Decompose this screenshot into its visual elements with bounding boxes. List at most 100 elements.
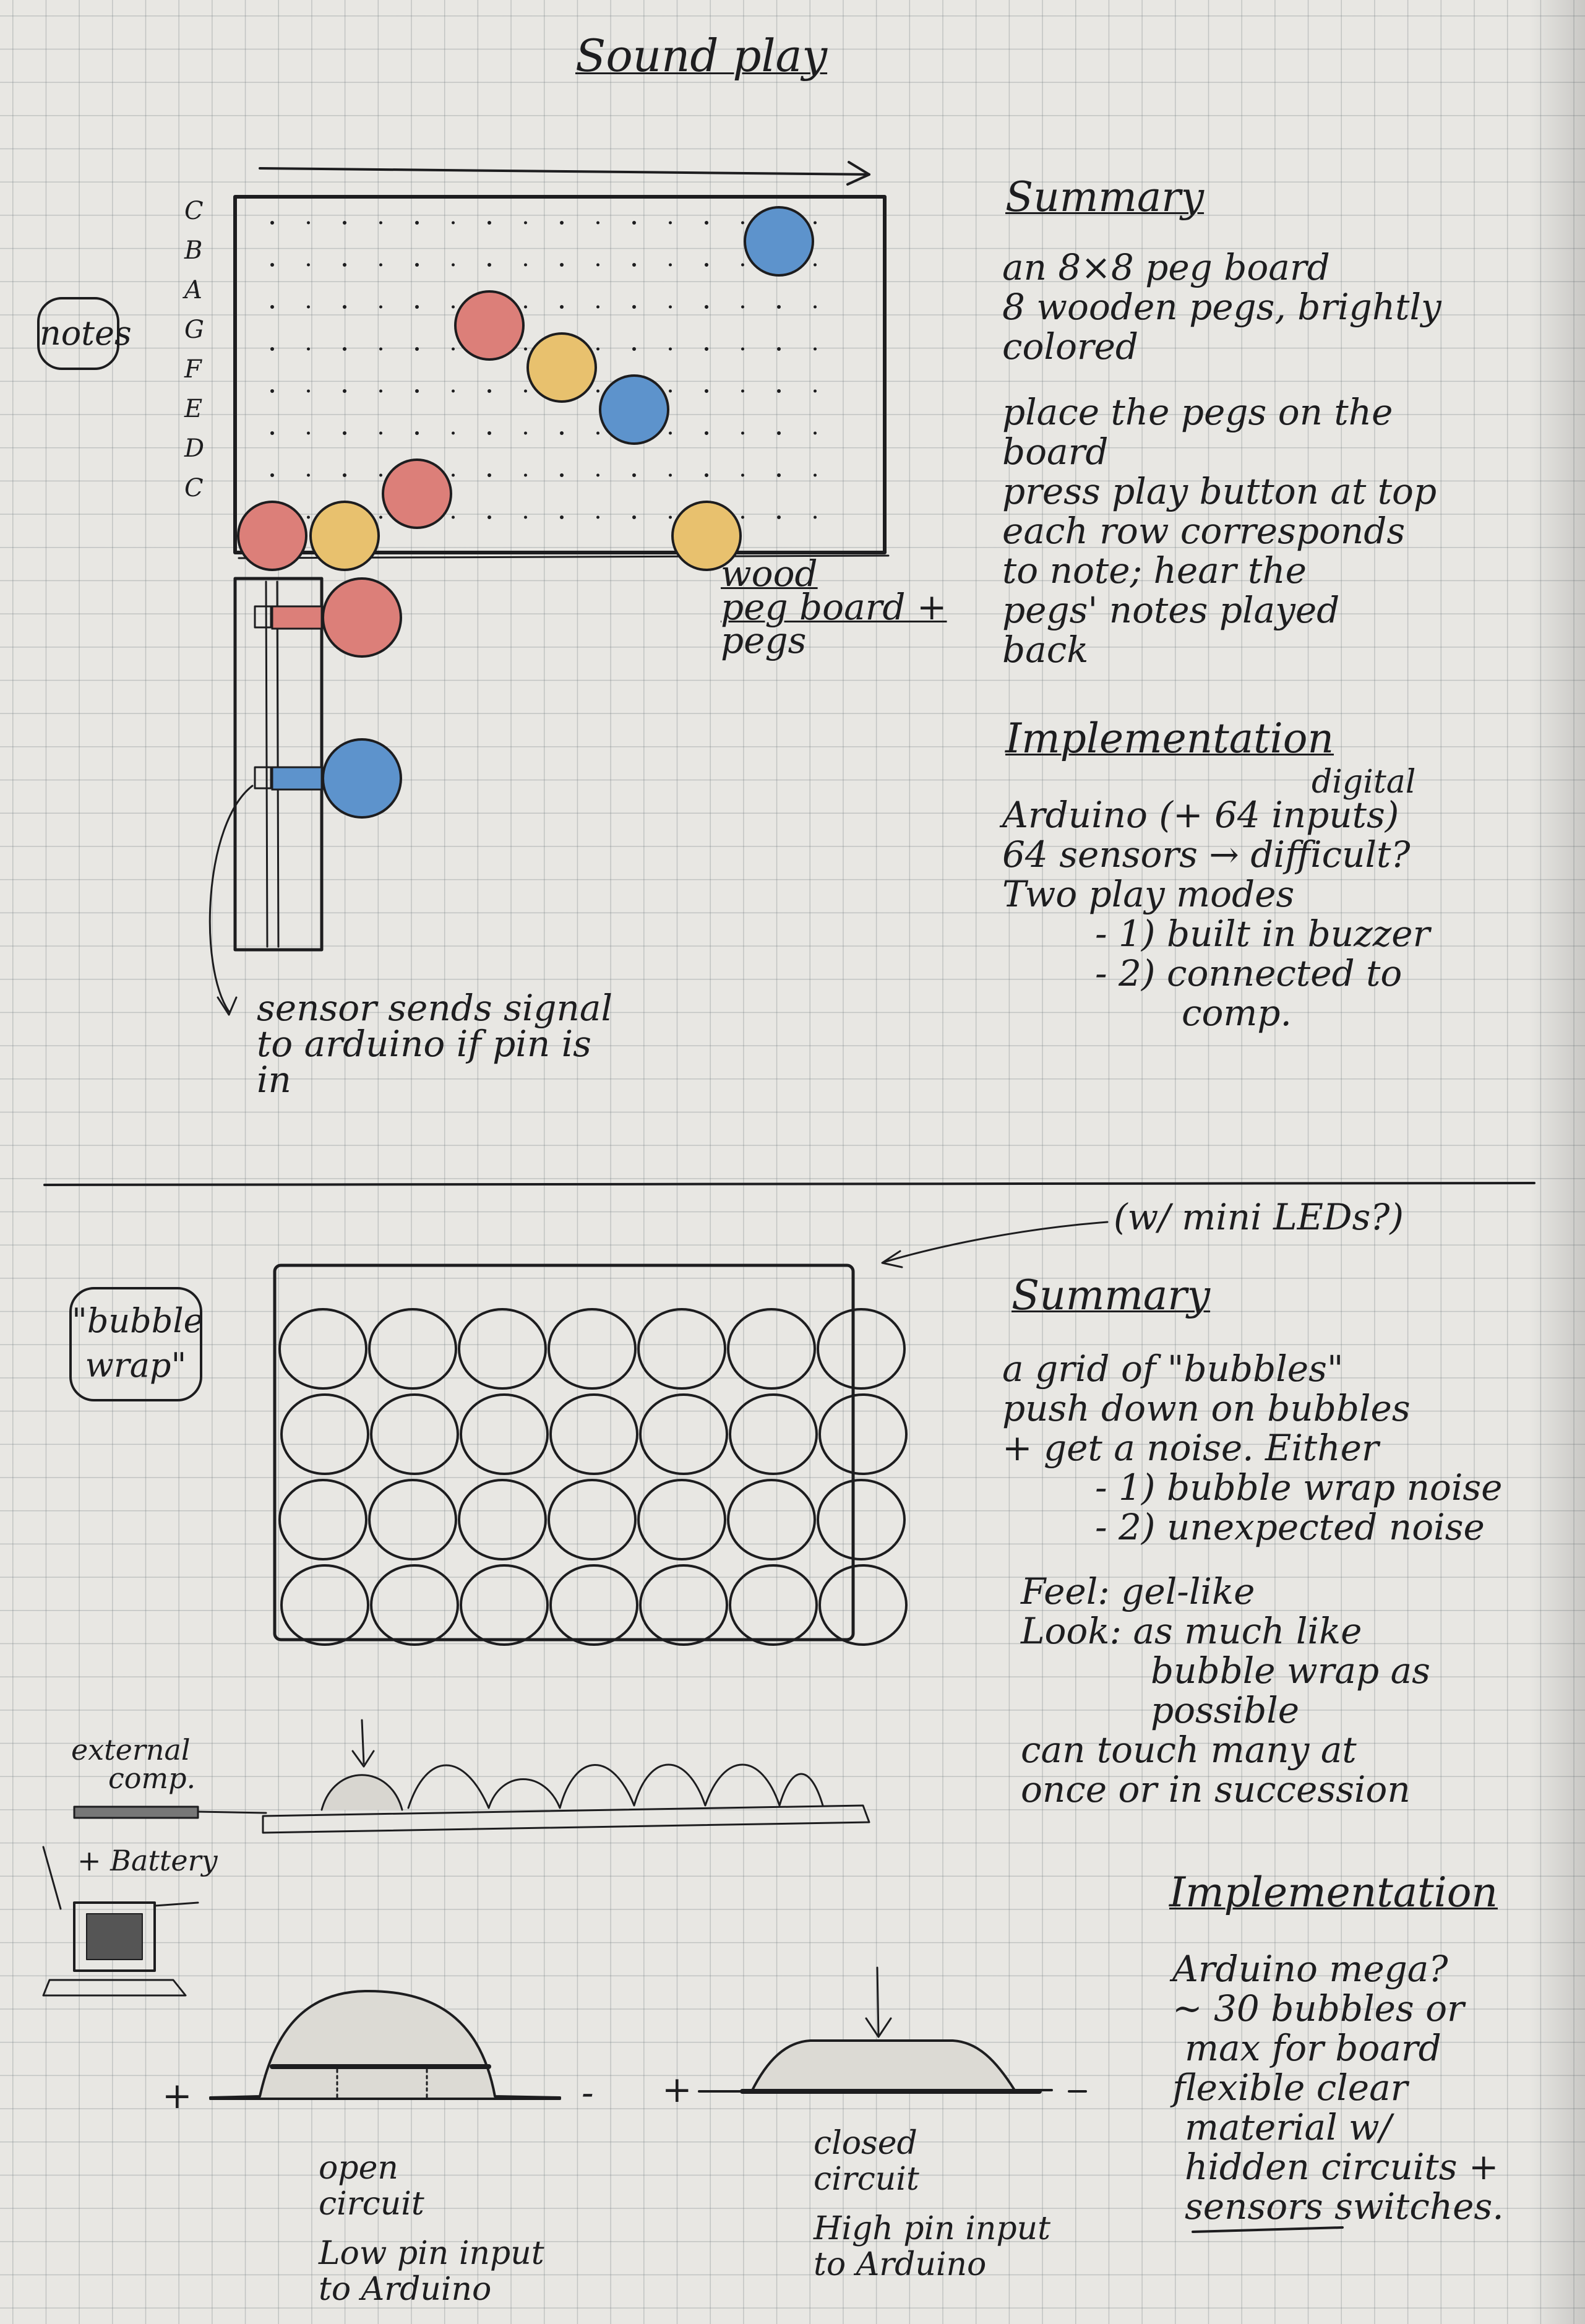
external-comp-label: external comp. (71, 1736, 195, 1792)
bubble-wrap-tag-line-2: wrap" (85, 1346, 187, 1385)
bubble (637, 1479, 726, 1560)
peg-hole (705, 389, 708, 393)
peg-hole (379, 389, 382, 393)
impl-1-item: comp. (1182, 992, 1292, 1034)
peg-hole (415, 431, 419, 435)
bubble (278, 1308, 367, 1390)
press-arrow (361, 1719, 365, 1765)
peg-set (237, 206, 814, 571)
peg-hole (415, 389, 419, 393)
peg-hole (741, 515, 744, 519)
implementation-list-1: Arduino (+ 64 inputs) 64 sensors → diffi… (977, 795, 1430, 1033)
peg-hole (560, 263, 564, 267)
peg-hole (777, 515, 781, 519)
bubble (278, 1479, 367, 1560)
peg-hole (705, 431, 708, 435)
peg-hole (270, 221, 274, 225)
peg-hole (343, 347, 346, 351)
peg-hole (741, 389, 744, 393)
peg-hole (632, 305, 636, 309)
digital-note: digital (1312, 764, 1416, 801)
peg-hole (814, 221, 817, 225)
peg-hole (741, 305, 744, 309)
bubble-grid (278, 1308, 908, 1646)
implementation-heading-1: Implementation (1005, 715, 1334, 762)
peg-blue (744, 206, 814, 277)
peg-hole (307, 389, 310, 393)
peg-hole (270, 431, 274, 435)
bubble-board-outline (273, 1263, 855, 1642)
peg-hole (669, 473, 672, 477)
peg-hole (814, 263, 817, 267)
impl-2-item: flexible clear (1172, 2067, 1408, 2109)
note-row-label: C (184, 197, 204, 225)
impl-1-item: - 2) connected to (1095, 952, 1402, 994)
peg-hole (777, 347, 781, 351)
peg-hole (379, 263, 382, 267)
summary-1-item: an 8×8 peg board (1002, 246, 1330, 288)
peg-hole (814, 473, 817, 477)
peg-hole (596, 221, 599, 225)
peg-hole (488, 389, 491, 393)
note-row-label: D (184, 434, 205, 463)
impl-2-item: Arduino mega? (1172, 1948, 1448, 1990)
closed-caption-line: to Arduino (814, 2246, 987, 2283)
summary-list-1: an 8×8 peg board 8 wooden pegs, brightly… (977, 247, 1441, 669)
summary-2-item: possible (1151, 1689, 1300, 1731)
bubble (727, 1479, 816, 1560)
peg-hole (705, 347, 708, 351)
peg-hole (814, 431, 817, 435)
peg-hole (270, 305, 274, 309)
summary-1-item: board (1002, 431, 1109, 473)
note-row-label: A (184, 276, 202, 304)
peg-hole (270, 263, 274, 267)
side-sensor-bottom (254, 766, 272, 790)
peg-hole (669, 347, 672, 351)
peg-hole (741, 347, 744, 351)
side-sensor-top (254, 605, 272, 629)
bubble (458, 1479, 547, 1560)
battery-label: + Battery (77, 1844, 218, 1877)
bubble (280, 1393, 369, 1475)
peg-hole (596, 515, 599, 519)
peg-hole (343, 431, 346, 435)
led-callout: (w/ mini LEDs?) (1114, 1196, 1404, 1238)
peg-hole (632, 263, 636, 267)
implementation-list-2: Arduino mega? ~ 30 bubbles or max for bo… (1148, 1949, 1504, 2226)
bubble (549, 1393, 638, 1475)
implementation-heading-2: Implementation (1169, 1869, 1498, 1916)
peg-hole (307, 305, 310, 309)
peg-hole (379, 473, 382, 477)
peg-hole (777, 389, 781, 393)
bubble (280, 1564, 369, 1646)
bubble (729, 1564, 818, 1646)
closed-caption-line: closed (814, 2125, 917, 2162)
bubble (548, 1308, 637, 1390)
summary-2-item: push down on bubbles (1002, 1387, 1411, 1429)
peg-hole (415, 305, 419, 309)
peg-hole (814, 305, 817, 309)
page-edge-shadow (1529, 0, 1585, 2324)
open-circuit-dome (209, 1989, 561, 2099)
sensor-caption-line-3: in (257, 1059, 291, 1101)
peg-hole (415, 347, 419, 351)
peg-hole (307, 221, 310, 225)
peg-hole (777, 305, 781, 309)
peg-hole (741, 473, 744, 477)
summary-2-item: can touch many at (1021, 1729, 1357, 1771)
strikethrough-line (1192, 2226, 1344, 2233)
peg-hole (632, 221, 636, 225)
peg-hole (452, 263, 455, 267)
bubble (368, 1308, 457, 1390)
impl-1-item: Two play modes (1002, 873, 1295, 915)
closed-circuit-caption: closed circuit High pin input to Arduino (814, 2125, 1050, 2283)
peg-yellow (671, 501, 742, 571)
plus-sign-closed: + (662, 2068, 692, 2111)
peg-hole (741, 263, 744, 267)
peg-hole (270, 473, 274, 477)
peg-hole (669, 431, 672, 435)
bubble (549, 1564, 638, 1646)
peg-hole (632, 515, 636, 519)
summary-heading-2: Summary (1012, 1272, 1211, 1319)
